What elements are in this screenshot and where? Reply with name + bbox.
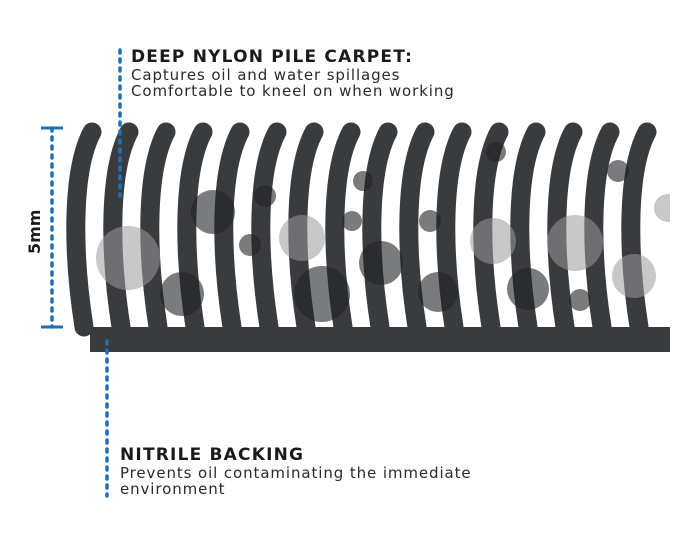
backing-annotation: NITRILE BACKING Prevents oil contaminati… [120, 445, 472, 498]
spill-droplet [359, 241, 403, 285]
pile-fibre [140, 122, 176, 337]
spill-droplet [607, 160, 629, 182]
pile-fibre [66, 122, 102, 337]
spill-droplet [96, 226, 160, 290]
spill-droplet [254, 185, 276, 207]
thickness-dimension [41, 126, 63, 329]
backing-title: NITRILE BACKING [120, 445, 305, 465]
spill-droplet [507, 268, 549, 310]
spill-droplet [294, 266, 350, 322]
spill-droplet [160, 272, 204, 316]
spill-droplet [239, 234, 261, 256]
spill-droplet [342, 211, 362, 231]
backing-line-1: Prevents oil contaminating the immediate [120, 464, 472, 482]
spill-droplet [470, 218, 516, 264]
pile-line-2: Comfortable to kneel on when working [131, 82, 455, 100]
pile-fibre [584, 122, 620, 337]
pile-title: DEEP NYLON PILE CARPET: [131, 47, 414, 67]
spill-droplet [279, 215, 325, 261]
spill-droplet [612, 254, 656, 298]
spill-droplets [96, 142, 670, 322]
spill-droplet [191, 190, 235, 234]
spill-droplet [547, 215, 603, 271]
spill-droplet [418, 272, 458, 312]
spill-droplet [419, 210, 441, 232]
pile-fibre [103, 122, 139, 337]
spill-droplet [486, 142, 506, 162]
pile-line-1: Captures oil and water spillages [131, 66, 401, 84]
spill-droplet [569, 289, 591, 311]
backing-line-2: environment [120, 480, 226, 498]
pile-fibre [621, 122, 657, 337]
pile-annotation: DEEP NYLON PILE CARPET: Captures oil and… [131, 47, 455, 100]
pile-fibre [362, 122, 398, 337]
pile-fibre [547, 122, 583, 337]
nitrile-backing-layer [90, 327, 670, 352]
pile-fibre [251, 122, 287, 337]
spill-droplet [353, 171, 373, 191]
pile-fibre [399, 122, 435, 337]
spill-droplet [654, 194, 670, 222]
thickness-label: 5mm [25, 209, 44, 254]
